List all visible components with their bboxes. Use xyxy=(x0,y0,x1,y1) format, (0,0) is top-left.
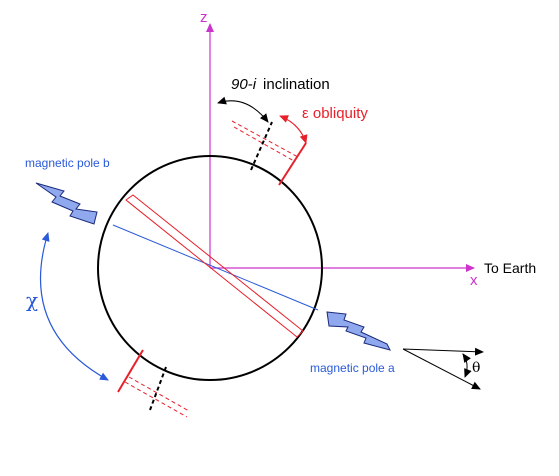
rotation-band xyxy=(125,194,304,338)
inclination-line-top xyxy=(250,121,273,171)
x-axis-label: x xyxy=(470,272,478,289)
theta-ray-upper xyxy=(402,347,484,356)
pole-b-bolt-icon xyxy=(35,182,98,225)
inclination-arc xyxy=(217,96,269,123)
theta-label: θ xyxy=(472,360,480,376)
pole-b-label: magnetic pole b xyxy=(25,156,110,170)
theta-arc xyxy=(462,353,472,378)
pole-a-bolt-icon xyxy=(326,311,391,351)
inclination-line-bottom xyxy=(149,366,167,411)
z-axis-label: z xyxy=(200,9,208,26)
rotation-axis-bottom xyxy=(117,349,144,393)
obliquity-cone-bottom xyxy=(124,376,190,418)
pole-a-label: magnetic pole a xyxy=(310,361,395,375)
magnetic-axis xyxy=(112,224,319,311)
obliquity-label: ε obliquity xyxy=(302,105,368,122)
theta-ray-lower xyxy=(402,348,481,390)
obliquity-cone-top xyxy=(231,120,299,162)
rotation-axis-top xyxy=(278,142,307,186)
chi-label: χ xyxy=(26,288,38,312)
obliquity-arc xyxy=(279,115,308,144)
chi-arc xyxy=(40,232,109,381)
to-earth-label: To Earth xyxy=(484,260,536,276)
